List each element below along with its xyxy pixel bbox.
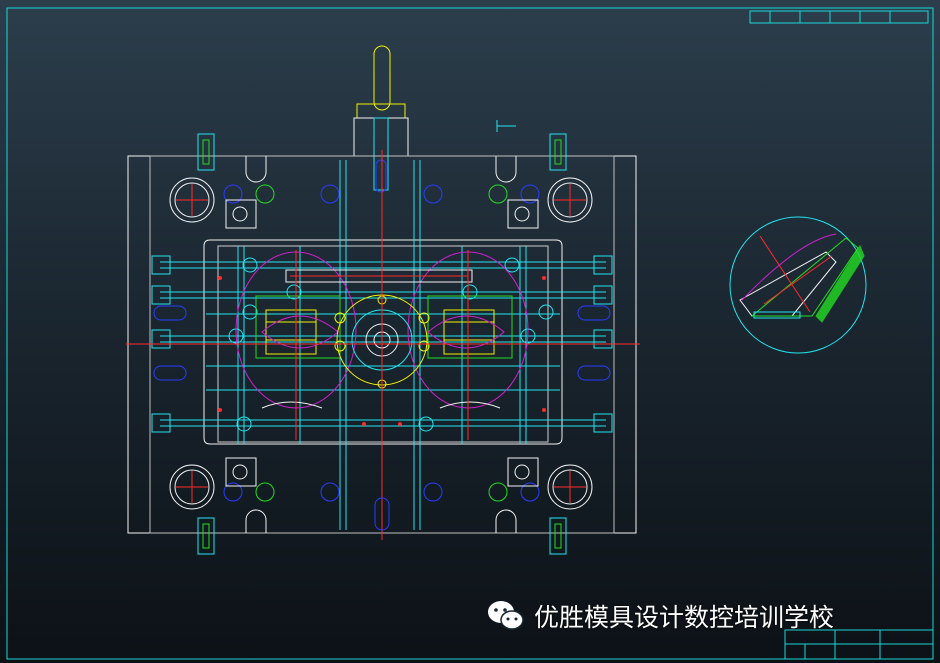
sprue-bushing <box>353 45 409 193</box>
bottom-slot <box>374 497 390 531</box>
cavity-left <box>235 251 357 409</box>
detail-view <box>729 216 867 354</box>
mold-dots <box>218 276 546 426</box>
vertical-runners <box>237 160 527 530</box>
guide-pillars <box>169 177 593 510</box>
watermark: 优胜模具设计数控培训学校 <box>486 596 834 636</box>
guide-slots <box>245 156 517 533</box>
runner-bar <box>285 269 473 283</box>
center-lines <box>126 150 640 540</box>
title-block-top <box>749 10 929 24</box>
wechat-icon <box>488 601 524 630</box>
drawing-frame <box>6 7 934 660</box>
cooling-lines <box>160 261 606 427</box>
corner-clamps <box>197 133 567 555</box>
side-connectors <box>151 255 613 433</box>
small-symbol <box>496 120 516 132</box>
screw-holes <box>223 184 540 502</box>
watermark-text: 优胜模具设计数控培训学校 <box>534 603 835 632</box>
